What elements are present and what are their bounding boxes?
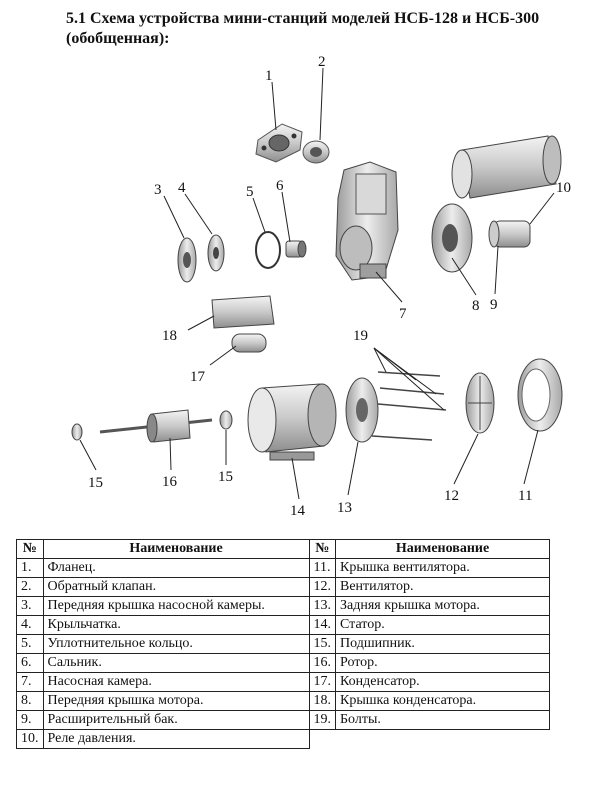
part-check-valve bbox=[302, 140, 330, 164]
cell-name: Фланец. bbox=[42, 558, 310, 578]
cell-name: Болты. bbox=[335, 710, 550, 730]
cell-name: Реле давления. bbox=[42, 729, 310, 749]
part-pump-front-cover bbox=[177, 237, 197, 283]
cell-name: Вентилятор. bbox=[335, 577, 550, 597]
cell-num: 18. bbox=[308, 691, 336, 711]
callout-15-left: 15 bbox=[88, 475, 103, 491]
cell-name: Крыльчатка. bbox=[42, 615, 310, 635]
callout-2: 2 bbox=[318, 54, 326, 70]
part-motor-rear-cover bbox=[345, 377, 379, 443]
cell-num: 2. bbox=[16, 577, 44, 597]
document-title: 5.1 Схема устройства мини-станций моделе… bbox=[66, 10, 540, 47]
cell-name: Крышка конденсатора. bbox=[335, 691, 550, 711]
callout-6: 6 bbox=[276, 178, 284, 194]
callout-17: 17 bbox=[190, 369, 206, 385]
callout-1: 1 bbox=[265, 68, 273, 84]
table-row: 5. Уплотнительное кольцо. 15. Подшипник. bbox=[16, 634, 550, 654]
table-row: 9. Расширительный бак. 19. Болты. bbox=[16, 710, 550, 730]
table-row: 8. Передняя крышка мотора. 18. Крышка ко… bbox=[16, 691, 550, 711]
callout-19: 19 bbox=[353, 328, 368, 344]
parts-table: № Наименование № Наименование 1. Фланец.… bbox=[16, 539, 550, 749]
callout-5: 5 bbox=[246, 184, 254, 200]
header-name-left: Наименование bbox=[42, 539, 310, 559]
callout-16: 16 bbox=[162, 474, 178, 490]
part-fan bbox=[465, 372, 495, 434]
cell-num: 15. bbox=[308, 634, 336, 654]
part-flange bbox=[255, 123, 303, 163]
part-seal-ring bbox=[255, 231, 281, 269]
cell-num: 5. bbox=[16, 634, 44, 654]
part-pressure-switch bbox=[451, 135, 562, 199]
callout-18: 18 bbox=[162, 328, 177, 344]
cell-name: Передняя крышка мотора. bbox=[42, 691, 310, 711]
table-row: 7. Насосная камера. 17. Конденсатор. bbox=[16, 672, 550, 692]
leader-lines bbox=[79, 67, 555, 500]
part-capacitor bbox=[231, 333, 267, 353]
cell-name: Подшипник. bbox=[335, 634, 550, 654]
part-bolts bbox=[371, 371, 447, 441]
header-num-right: № bbox=[308, 539, 336, 559]
callout-7: 7 bbox=[399, 306, 407, 322]
exploded-pump-diagram: 1 2 3 4 5 6 7 8 9 10 11 12 13 14 15 15 1… bbox=[71, 54, 571, 519]
cell-num: 16. bbox=[308, 653, 336, 673]
part-fan-cover bbox=[517, 358, 563, 432]
cell-name: Насосная камера. bbox=[42, 672, 310, 692]
callout-10: 10 bbox=[556, 180, 571, 196]
cell-num: 3. bbox=[16, 596, 44, 616]
cell-name: Статор. bbox=[335, 615, 550, 635]
table-header-row: № Наименование № Наименование bbox=[16, 539, 550, 559]
cell-name: Уплотнительное кольцо. bbox=[42, 634, 310, 654]
callout-9: 9 bbox=[490, 297, 498, 313]
part-impeller bbox=[207, 234, 225, 272]
table-row: 1. Фланец. 11. Крышка вентилятора. bbox=[16, 558, 550, 578]
part-bearing-left bbox=[71, 423, 83, 441]
cell-num: 1. bbox=[16, 558, 44, 578]
callout-12: 12 bbox=[444, 488, 459, 504]
cell-name: Задняя крышка мотора. bbox=[335, 596, 550, 616]
cell-num: 11. bbox=[308, 558, 336, 578]
part-gland bbox=[285, 240, 307, 258]
part-expansion-tank bbox=[488, 220, 531, 248]
part-rotor bbox=[99, 409, 213, 443]
cell-num: 13. bbox=[308, 596, 336, 616]
callout-11: 11 bbox=[518, 488, 532, 504]
cell-num: 6. bbox=[16, 653, 44, 673]
callout-14: 14 bbox=[290, 503, 306, 519]
cell-name: Ротор. bbox=[335, 653, 550, 673]
cell-name: Передняя крышка насосной камеры. bbox=[42, 596, 310, 616]
cell-name: Сальник. bbox=[42, 653, 310, 673]
callout-3: 3 bbox=[154, 182, 162, 198]
table-row: 10. Реле давления. bbox=[16, 729, 550, 749]
empty-cell bbox=[336, 730, 550, 749]
cell-num: 8. bbox=[16, 691, 44, 711]
cell-num: 17. bbox=[308, 672, 336, 692]
callout-8: 8 bbox=[472, 298, 480, 314]
cell-name: Обратный клапан. bbox=[42, 577, 310, 597]
part-bearing-right bbox=[219, 410, 233, 430]
callout-13: 13 bbox=[337, 500, 352, 516]
cell-num: 14. bbox=[308, 615, 336, 635]
cell-num: 12. bbox=[308, 577, 336, 597]
cell-name: Крышка вентилятора. bbox=[335, 558, 550, 578]
table-row: 3. Передняя крышка насосной камеры. 13. … bbox=[16, 596, 550, 616]
header-num-left: № bbox=[16, 539, 44, 559]
table-row: 2. Обратный клапан. 12. Вентилятор. bbox=[16, 577, 550, 597]
cell-name: Конденсатор. bbox=[335, 672, 550, 692]
cell-num: 7. bbox=[16, 672, 44, 692]
cell-num: 4. bbox=[16, 615, 44, 635]
callout-4: 4 bbox=[178, 180, 186, 196]
table-row: 6. Сальник. 16. Ротор. bbox=[16, 653, 550, 673]
cell-num: 19. bbox=[308, 710, 336, 730]
part-capacitor-cover bbox=[211, 295, 275, 329]
empty-cell bbox=[309, 730, 336, 749]
callout-15-right: 15 bbox=[218, 469, 233, 485]
part-motor-front-cover bbox=[431, 203, 473, 273]
cell-num: 9. bbox=[16, 710, 44, 730]
cell-num: 10. bbox=[16, 729, 44, 749]
header-name-right: Наименование bbox=[335, 539, 550, 559]
table-row: 4. Крыльчатка. 14. Статор. bbox=[16, 615, 550, 635]
part-stator bbox=[247, 383, 337, 461]
part-pump-chamber bbox=[335, 161, 399, 281]
cell-name: Расширительный бак. bbox=[42, 710, 310, 730]
